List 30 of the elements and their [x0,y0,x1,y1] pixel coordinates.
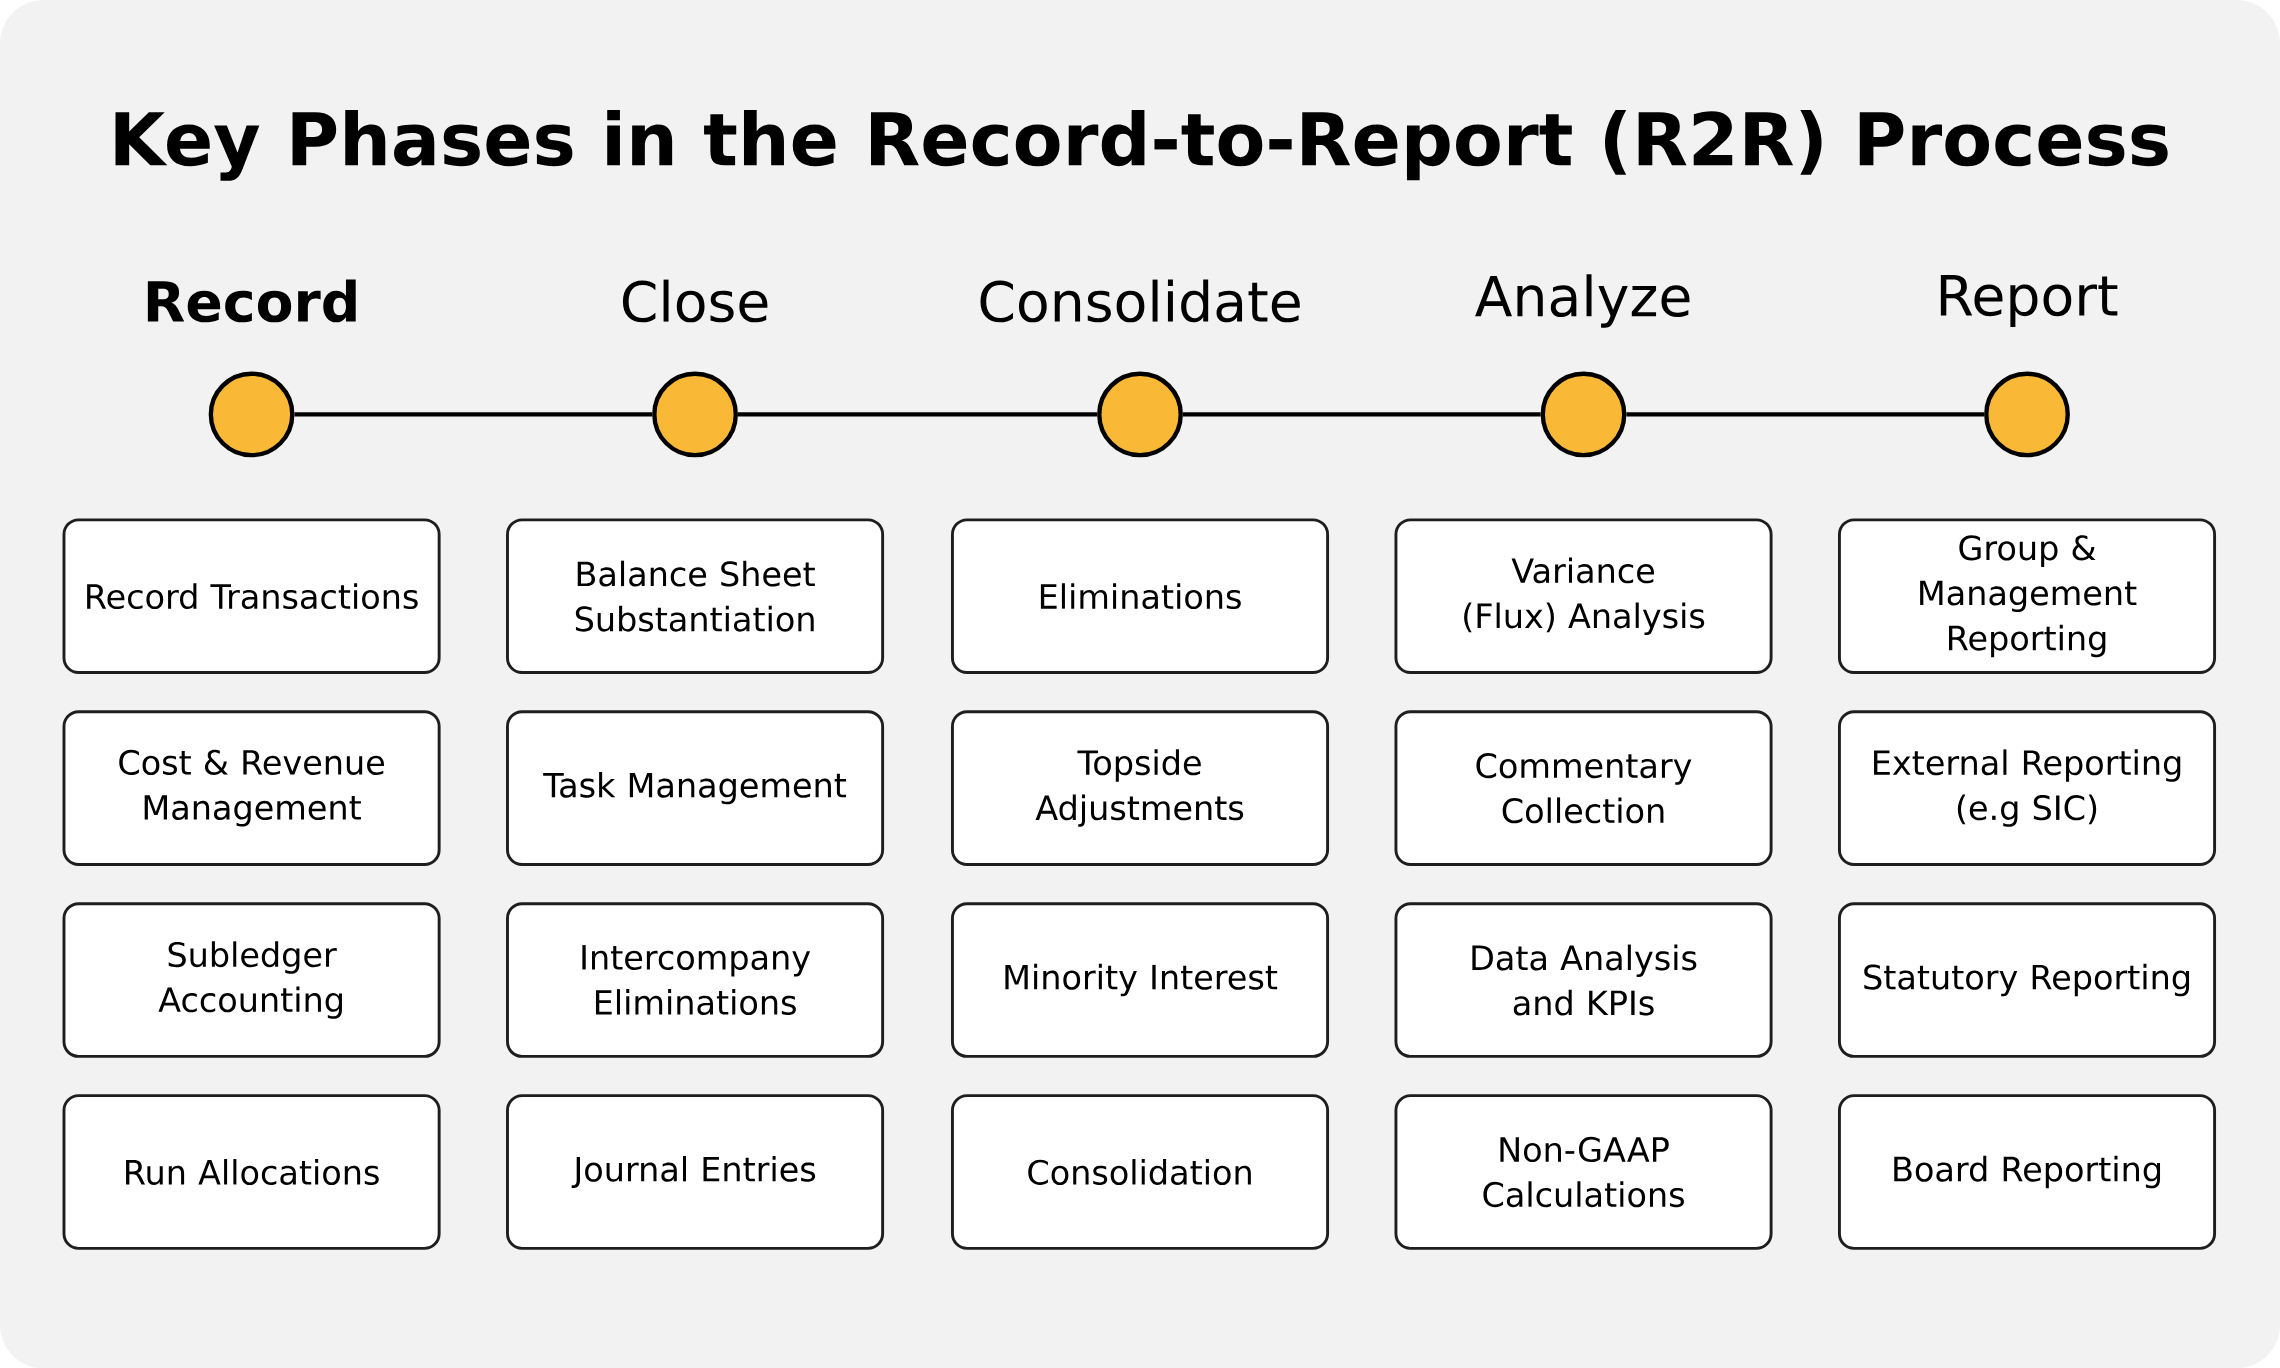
process-box: Variance (Flux) Analysis [1394,518,1773,674]
process-box: Record Transactions [62,518,441,674]
process-box: Eliminations [951,518,1330,674]
process-box: Task Management [506,710,885,866]
process-box: Data Analysis and KPIs [1394,902,1773,1058]
process-box: Commentary Collection [1394,710,1773,866]
process-box: External Reporting (e.g SIC) [1838,710,2217,866]
process-box: Journal Entries [506,1094,885,1250]
process-box: Statutory Reporting [1838,902,2217,1058]
connector-line [737,412,1098,417]
phase-heading: Close [622,279,768,323]
connector-line [1626,412,1985,417]
process-box: Subledger Accounting [62,902,441,1058]
connector-line [294,412,653,417]
process-box: Group & Management Reporting [1838,518,2217,674]
process-box: Intercompany Eliminations [506,902,885,1058]
process-box: Run Allocations [62,1094,441,1250]
phase-heading: Report [1940,274,2118,327]
process-box: Cost & Revenue Management [62,710,441,866]
phase-heading: Consolidate [980,279,1300,323]
phase-heading: Record [147,279,356,323]
connector-line [1182,412,1541,417]
phase-heading: Analyze [1475,274,1690,328]
process-box: Board Reporting [1838,1094,2217,1250]
process-box: Topside Adjustments [951,710,1330,866]
process-box: Balance Sheet Substantiation [506,518,885,674]
process-box: Consolidation [951,1094,1330,1250]
title: Key Phases in the Record-to-Report (R2R) Process [115,109,2168,181]
process-box: Non-GAAP Calculations [1394,1094,1773,1250]
process-box: Minority Interest [951,902,1330,1058]
